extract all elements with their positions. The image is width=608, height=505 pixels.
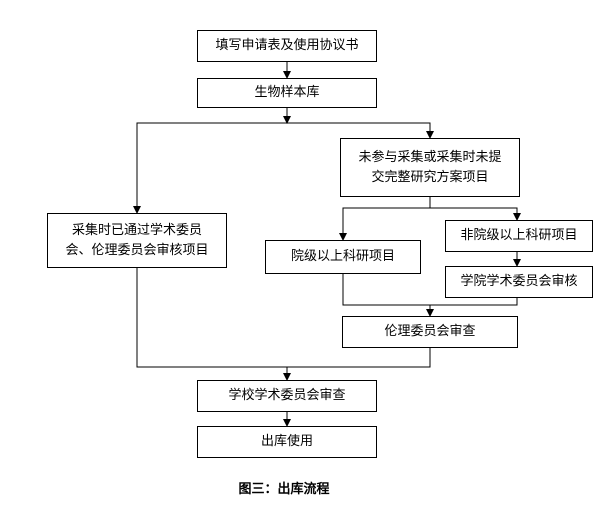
edge-institute-to-ethics (342, 274, 434, 317)
institute-project-box: 院级以上科研项目 (265, 240, 421, 274)
not-in-project-line2: 交完整研究方案项目 (371, 169, 489, 185)
college-committee-box: 学院学术委员会审核 (445, 266, 593, 298)
ethics-review-box: 伦理委员会审查 (342, 316, 518, 348)
approved-project-line2: 会、伦理委员会审核项目 (65, 242, 209, 258)
institute-project-label: 院级以上科研项目 (290, 249, 395, 264)
school-committee-label: 学校学术委员会审查 (228, 388, 346, 403)
edge-split-right (287, 122, 434, 139)
college-committee-label: 学院学术委员会审核 (460, 274, 578, 289)
edge-to-institute (339, 207, 430, 241)
edge-split-left (133, 122, 287, 214)
ethics-review-label: 伦理委员会审查 (384, 324, 476, 339)
edge-ethics-down (283, 348, 431, 381)
not-in-project-line1: 未参与采集或采集时未提 (358, 149, 502, 165)
checkout-box: 出库使用 (197, 426, 377, 458)
non-institute-project-box: 非院级以上科研项目 (445, 220, 593, 252)
not-in-project-box: 未参与采集或采集时未提 交完整研究方案项目 (340, 138, 520, 197)
school-committee-box: 学校学术委员会审查 (197, 380, 377, 412)
fill-form-label: 填写申请表及使用协议书 (215, 38, 359, 53)
edge-approved-down (136, 268, 287, 368)
fill-form-box: 填写申请表及使用协议书 (197, 30, 377, 62)
checkout-label: 出库使用 (260, 434, 313, 449)
edge-college-to-ethics (430, 298, 518, 306)
biobank-label: 生物样本库 (254, 85, 320, 100)
non-institute-project-label: 非院级以上科研项目 (460, 228, 578, 243)
edge-to-non-institute (430, 207, 521, 221)
approved-project-line1: 采集时已通过学术委员 (71, 222, 202, 238)
biobank-box: 生物样本库 (197, 78, 377, 108)
figure-caption: 图三：出库流程 (238, 482, 330, 497)
approved-project-box: 采集时已通过学术委员 会、伦理委员会审核项目 (47, 213, 227, 268)
